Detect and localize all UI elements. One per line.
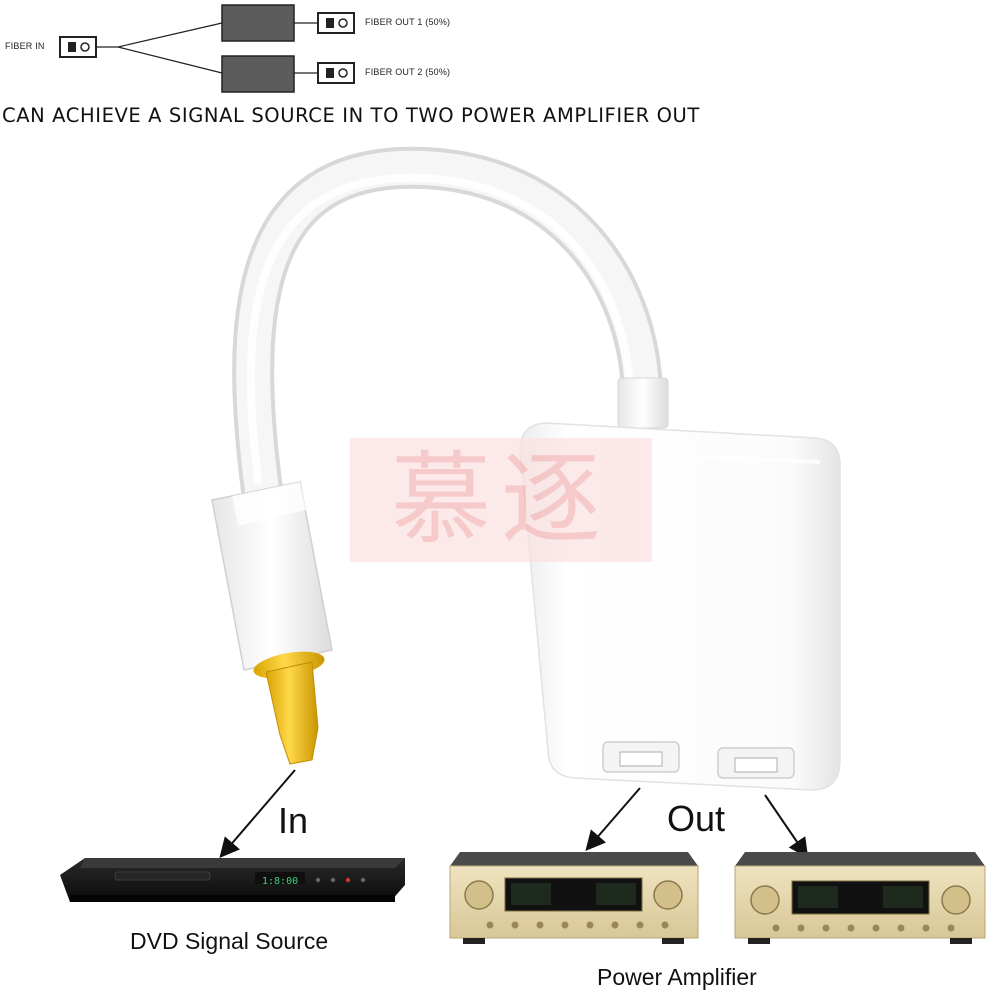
in-arrow: [219, 769, 296, 859]
splitter-box-1: [221, 4, 295, 42]
fiber-out-1-label: FIBER OUT 1 (50%): [365, 17, 451, 27]
fiber-out-1-connector-icon: [317, 12, 355, 34]
power-amplifier-2: [734, 852, 986, 944]
fiber-in-connector-icon: [59, 36, 97, 58]
in-label: In: [278, 800, 309, 841]
dvd-caption: DVD Signal Source: [130, 928, 329, 954]
optical-cable: [232, 146, 669, 511]
out-arrow-1: [585, 787, 641, 852]
power-amplifier-1: [449, 852, 699, 944]
dvd-display: 1:8:00: [262, 876, 299, 887]
dvd-player: [60, 858, 405, 902]
out-label: Out: [667, 798, 726, 839]
fiber-in-label: FIBER IN: [5, 41, 45, 51]
fiber-out-2-connector-icon: [317, 62, 355, 84]
amp-caption: Power Amplifier: [597, 964, 757, 990]
split-diagram: [59, 4, 355, 93]
watermark: 慕逐: [350, 438, 652, 562]
gold-plug-tip: [265, 661, 319, 765]
toslink-plug: [211, 481, 333, 765]
out-arrow-2: [764, 794, 809, 859]
headline: CAN ACHIEVE A SIGNAL SOURCE IN TO TWO PO…: [2, 104, 700, 127]
splitter-box-2: [221, 55, 295, 93]
fiber-out-2-label: FIBER OUT 2 (50%): [365, 67, 451, 77]
